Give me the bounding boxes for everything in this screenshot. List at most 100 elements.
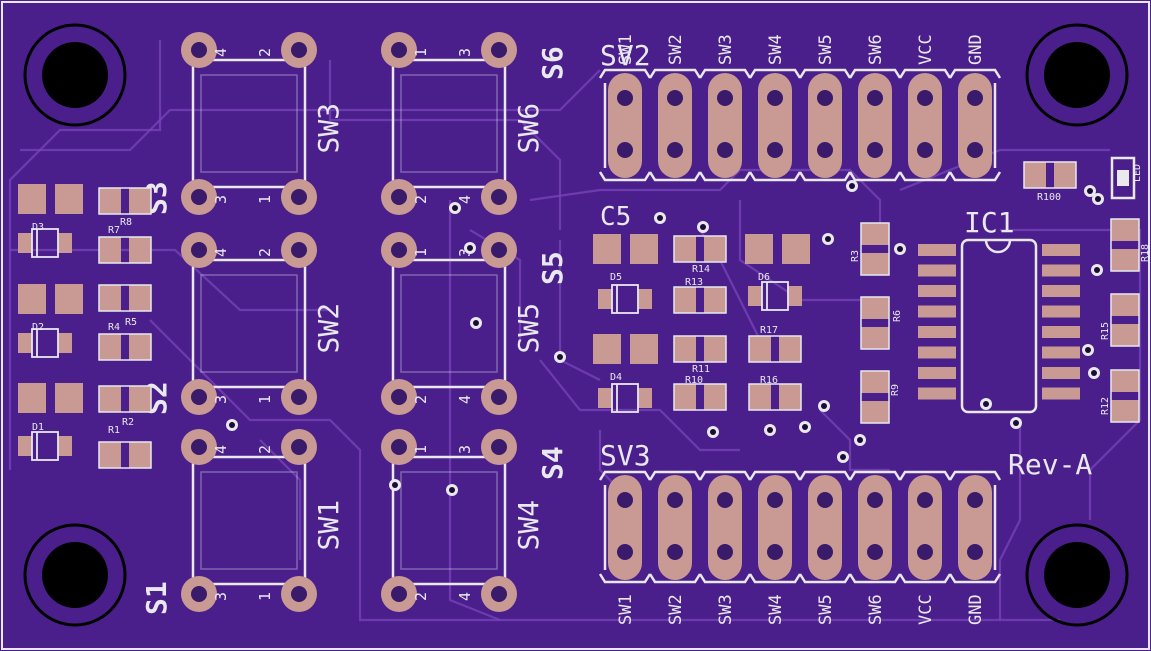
- header-pin-label: SW6: [866, 34, 886, 65]
- cap-pad: [782, 234, 810, 264]
- ic-pad-left: [918, 244, 956, 256]
- switch-pin-number: 4: [456, 195, 474, 204]
- ic-pad-left: [918, 367, 956, 379]
- traces: [8, 40, 1142, 622]
- smd-layer: R8R7R5R4R2R1D3D2D1R14R13R11R10R17R16D5D4…: [18, 161, 1151, 469]
- switch-pin-number: 3: [456, 445, 474, 454]
- resistor-ref: R1: [108, 425, 120, 436]
- header-pin-label: SW4: [766, 34, 786, 65]
- switch-pin-number: 2: [412, 592, 430, 601]
- header-pin-label: SW6: [866, 594, 886, 625]
- switch-silk-label: S1: [140, 581, 173, 615]
- header-pad: [858, 475, 892, 580]
- diode-d4: D4: [598, 372, 652, 413]
- ic-pad-right: [1042, 285, 1080, 297]
- header-pad: [608, 475, 642, 580]
- resistor-ref: R11: [692, 364, 710, 375]
- switch-pin-number: 1: [412, 445, 430, 454]
- switch-pin-number: 1: [256, 395, 274, 404]
- resistor-r8: R8: [98, 187, 152, 228]
- header-pad: [708, 73, 742, 178]
- resistor-r17: R17: [748, 325, 802, 363]
- mounting-hole-bottom-left: [42, 542, 108, 608]
- diode-ref: D4: [610, 372, 622, 383]
- resistor-ref: R15: [1100, 322, 1111, 340]
- diode-ref: D6: [758, 272, 770, 283]
- header-pad: [808, 73, 842, 178]
- switch-pin-number: 4: [456, 592, 474, 601]
- cap-pad: [55, 184, 83, 214]
- header-pin-label: SW3: [716, 34, 736, 65]
- switch-silk-label: S6: [536, 46, 569, 80]
- resistor-ref: R5: [125, 317, 137, 328]
- header-pad: [808, 475, 842, 580]
- switch-pin-number: 3: [456, 48, 474, 57]
- ic-pad-right: [1042, 244, 1080, 256]
- diode-d6: D6: [748, 272, 802, 311]
- switch-ref: SW5: [512, 303, 545, 354]
- resistor-r4: R4: [98, 322, 152, 361]
- ic-pad-right: [1042, 346, 1080, 359]
- mounting-hole-bottom-right: [1044, 542, 1110, 608]
- switch-pin-number: 2: [256, 248, 274, 257]
- resistor-ref: R6: [892, 310, 903, 322]
- resistor-r5: R5: [98, 284, 152, 328]
- diode-ref: D3: [32, 222, 44, 233]
- resistor-r100: R100: [1023, 161, 1077, 203]
- switch-pin-number: 4: [212, 48, 230, 57]
- switch-pin-number: 1: [256, 592, 274, 601]
- header-pad: [958, 73, 992, 178]
- resistor-ref: R10: [685, 375, 703, 386]
- switch-ref: SW1: [312, 500, 345, 551]
- ic-pad-right: [1042, 326, 1080, 338]
- cap-pad: [18, 383, 46, 413]
- diode-d1: D1: [18, 422, 72, 461]
- diode-ref: D5: [610, 272, 622, 283]
- ic-footprint: IC1: [918, 206, 1080, 414]
- via-layer: [226, 180, 1104, 496]
- header-pad: [658, 475, 692, 580]
- resistor-ref: R7: [108, 225, 120, 236]
- resistor-ref: R3: [850, 250, 861, 262]
- cap-pad: [593, 334, 621, 364]
- mounting-hole-top-right: [1044, 42, 1110, 108]
- mounting-hole-top-left: [42, 42, 108, 108]
- header-pad: [908, 73, 942, 178]
- resistor-r14: R14: [673, 235, 727, 275]
- cap-pad: [593, 234, 621, 264]
- ic-pad-left: [918, 387, 956, 400]
- header-pad: [908, 475, 942, 580]
- ic-pad-left: [918, 326, 956, 338]
- header-pin-label: VCC: [916, 594, 936, 625]
- switch-pin-number: 3: [456, 248, 474, 257]
- diode-d2: D2: [18, 322, 72, 358]
- cap-pad: [18, 184, 46, 214]
- resistor-ref: R8: [120, 217, 132, 228]
- resistor-r12: R12: [1100, 369, 1140, 423]
- ic-pad-right: [1042, 367, 1080, 379]
- resistor-r1: R1: [98, 425, 152, 469]
- switch-ref: SW3: [312, 103, 345, 154]
- diode-d3: D3: [18, 222, 72, 258]
- capacitor-ref: C5: [600, 202, 631, 232]
- diode-d5: D5: [598, 272, 652, 314]
- ic-pad-right: [1042, 305, 1080, 318]
- cap-pad: [630, 334, 658, 364]
- resistor-r18: R18: [1110, 218, 1151, 272]
- header-pad: [858, 73, 892, 178]
- resistor-ref: R9: [890, 384, 901, 396]
- resistor-r6: R6: [860, 296, 903, 350]
- header-ref: SV3: [600, 439, 651, 472]
- resistor-ref: R18: [1140, 244, 1151, 262]
- resistor-r9: R9: [860, 370, 901, 424]
- switch-pin-number: 2: [256, 445, 274, 454]
- header-pin-label: VCC: [916, 34, 936, 65]
